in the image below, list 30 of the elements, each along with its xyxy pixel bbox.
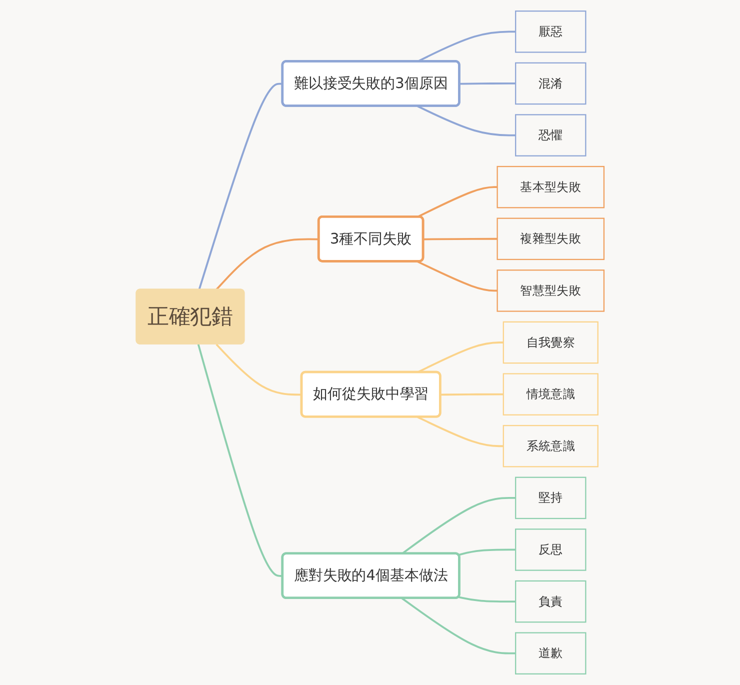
node-box: 複雜型失敗 bbox=[496, 218, 604, 260]
node-box: 基本型失敗 bbox=[496, 166, 604, 208]
connector bbox=[440, 393, 504, 396]
connector bbox=[198, 82, 283, 290]
node-box: 情境意識 bbox=[502, 373, 598, 416]
node-box: 厭惡 bbox=[514, 10, 586, 53]
connector bbox=[460, 82, 516, 85]
connector bbox=[416, 260, 498, 292]
connector bbox=[458, 596, 516, 602]
node-box: 堅持 bbox=[514, 476, 586, 520]
connector bbox=[401, 598, 516, 654]
connector bbox=[216, 344, 302, 396]
connector bbox=[416, 105, 516, 136]
node-box: 道歉 bbox=[514, 632, 586, 674]
connector bbox=[401, 496, 516, 554]
connector bbox=[416, 416, 504, 448]
connector bbox=[416, 30, 516, 62]
node-box: 混淆 bbox=[514, 62, 586, 105]
node-box: 反思 bbox=[514, 528, 586, 571]
node-box: 負責 bbox=[514, 580, 586, 623]
connector bbox=[216, 238, 319, 290]
node-box: 智慧型失敗 bbox=[496, 270, 604, 312]
node-box: 恐懼 bbox=[514, 114, 586, 156]
connector bbox=[423, 238, 498, 240]
connector bbox=[416, 342, 504, 374]
node-box: 自我覺察 bbox=[502, 321, 598, 364]
connector bbox=[416, 186, 498, 218]
node-box: 系統意識 bbox=[502, 424, 598, 468]
connector bbox=[458, 548, 516, 556]
connector bbox=[197, 344, 283, 577]
